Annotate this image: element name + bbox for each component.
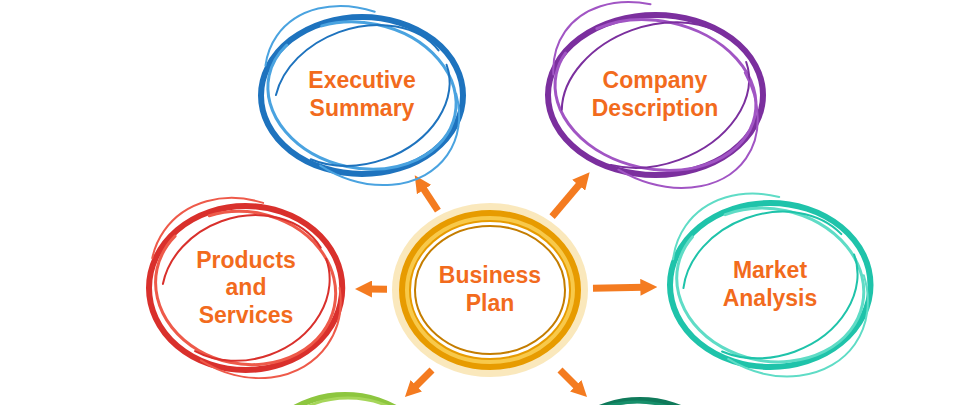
ring bbox=[517, 0, 793, 226]
ring bbox=[254, 1, 469, 189]
ring bbox=[662, 191, 878, 379]
ring bbox=[540, 2, 769, 189]
ring bbox=[407, 218, 573, 362]
node-label: Products and Services bbox=[184, 247, 309, 330]
partial-circle bbox=[255, 395, 435, 405]
ring bbox=[415, 226, 565, 354]
arrow-connector bbox=[552, 183, 581, 217]
node-label: Business Plan bbox=[430, 262, 550, 317]
summary-circle: Executive Summary bbox=[257, 13, 467, 178]
partial-circle bbox=[550, 400, 730, 405]
ring bbox=[541, 0, 770, 193]
ring bbox=[230, 0, 494, 221]
node-label: Executive Summary bbox=[297, 67, 427, 122]
analysis-circle: Market Analysis bbox=[666, 199, 875, 371]
ring bbox=[405, 216, 575, 364]
arrow bbox=[560, 370, 578, 388]
ring bbox=[254, 4, 470, 185]
node-label: Market Analysis bbox=[705, 257, 835, 312]
center-circle: Business Plan bbox=[393, 204, 587, 376]
arrow-connector bbox=[593, 284, 644, 292]
ring-glow bbox=[397, 208, 583, 372]
arrow bbox=[414, 370, 432, 388]
products-circle: Products and Services bbox=[145, 202, 346, 374]
ring bbox=[662, 188, 878, 382]
arrow-connector bbox=[369, 286, 387, 293]
arrow-connector bbox=[422, 187, 438, 211]
description-circle: Company Description bbox=[544, 11, 767, 179]
ring bbox=[142, 195, 351, 381]
ring bbox=[637, 156, 904, 405]
ring bbox=[149, 206, 342, 370]
node-label: Company Description bbox=[585, 67, 725, 122]
ring bbox=[116, 161, 377, 405]
